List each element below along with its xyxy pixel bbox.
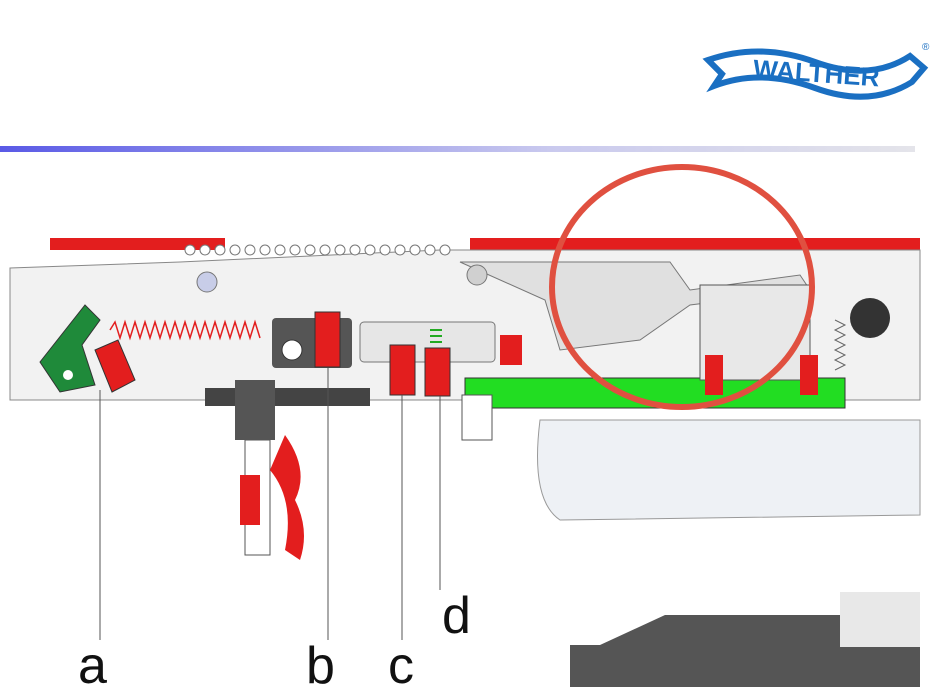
- label-b: b: [306, 637, 335, 695]
- walther-logo: WALTHER ®: [702, 42, 930, 100]
- label-d: d: [442, 587, 471, 645]
- bearing-balls: [184, 244, 451, 256]
- slide-red-part: [50, 238, 225, 250]
- green-lever: [39, 304, 101, 393]
- red-spring: [109, 319, 261, 341]
- header-accent-bar: [0, 146, 915, 152]
- label-a: a: [78, 637, 107, 695]
- highlight-circle: [549, 164, 815, 410]
- slide-red-part: [470, 238, 920, 250]
- label-c: c: [388, 637, 414, 695]
- svg-text:®: ®: [922, 42, 930, 53]
